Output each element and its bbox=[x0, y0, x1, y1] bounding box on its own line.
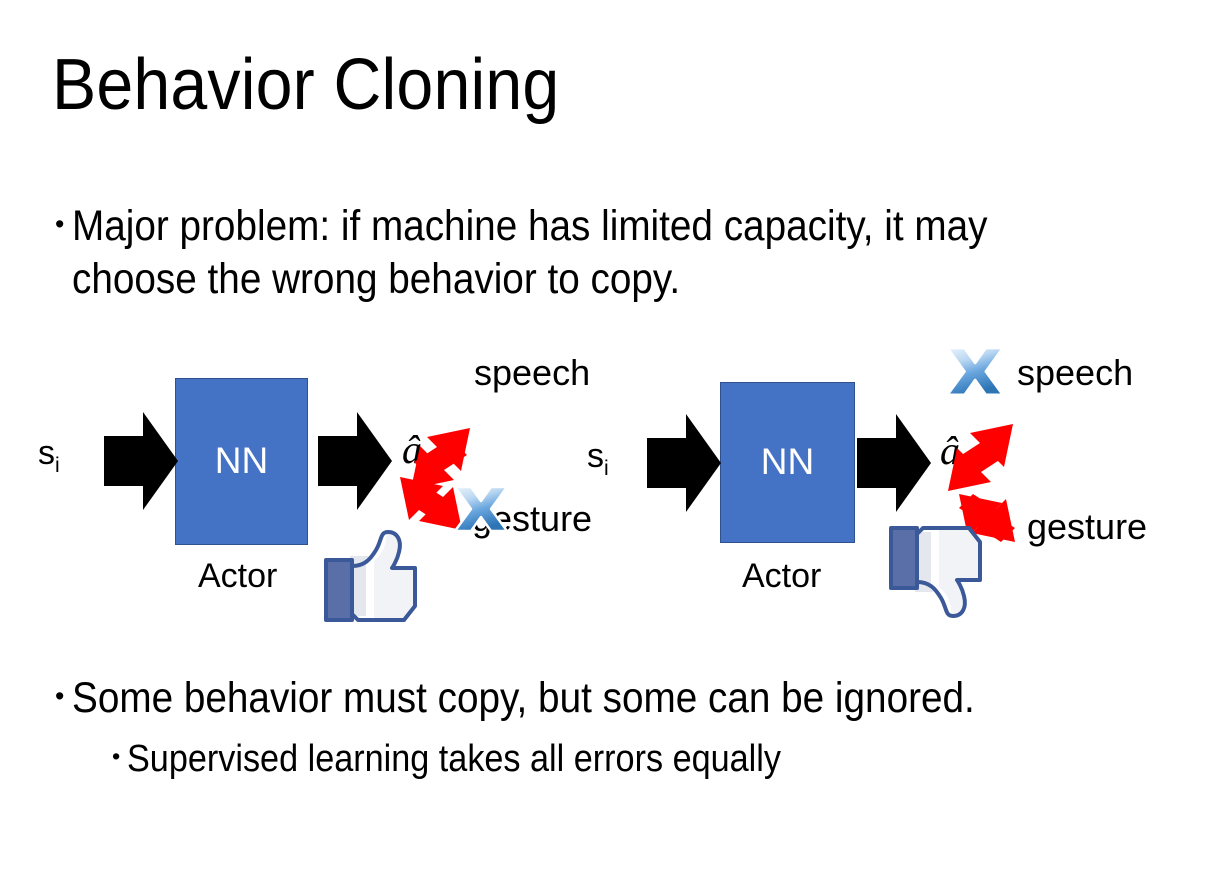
bullet-some-behavior: • Some behavior must copy, but some can … bbox=[55, 672, 1165, 725]
branch-label-speech-right: speech bbox=[1017, 352, 1134, 393]
arrow-input-left bbox=[104, 412, 178, 510]
diagram-panel-left: si NN Actor âi speech gesture bbox=[0, 330, 620, 640]
input-state-subscript: i bbox=[55, 453, 60, 477]
branch-label-gesture-right: gesture bbox=[1027, 506, 1148, 547]
bullet-supervised-learning-text: Supervised learning takes all errors equ… bbox=[127, 738, 782, 780]
arrow-branch-gesture-left bbox=[400, 477, 462, 530]
input-state-symbol: s bbox=[38, 434, 55, 472]
thumbs-down-icon-right bbox=[889, 526, 982, 618]
bullet-marker-icon: • bbox=[55, 681, 65, 712]
neural-network-label-left: NN bbox=[214, 439, 269, 481]
bullet-major-problem-text: Major problem: if machine has limited ca… bbox=[72, 202, 999, 303]
bullet-marker-icon: • bbox=[55, 209, 65, 240]
output-action-symbol: â bbox=[402, 427, 422, 472]
arrow-branch-speech-left bbox=[411, 428, 470, 489]
diagram-vectors-left bbox=[104, 412, 509, 622]
bullet-major-problem: • Major problem: if machine has limited … bbox=[55, 200, 1145, 306]
cross-icon-gesture-left bbox=[453, 485, 509, 533]
branch-label-speech-left: speech bbox=[474, 352, 591, 393]
actor-caption-left: Actor bbox=[198, 557, 278, 595]
actor-caption-right: Actor bbox=[742, 557, 822, 595]
input-state-symbol: s bbox=[587, 437, 604, 475]
neural-network-box-right: NN bbox=[720, 382, 855, 543]
arrow-branch-speech-right bbox=[948, 424, 1013, 491]
input-state-subscript: i bbox=[604, 456, 609, 480]
diagram-vectors-right bbox=[647, 346, 1015, 618]
neural-network-label-right: NN bbox=[760, 440, 815, 482]
cross-icon-speech-right bbox=[946, 346, 1004, 397]
arrow-output-left bbox=[318, 412, 392, 510]
bullet-some-behavior-text: Some behavior must copy, but some can be… bbox=[72, 674, 976, 722]
input-state-label-right: si bbox=[587, 438, 609, 487]
bullet-marker-icon: • bbox=[112, 742, 121, 769]
thumbs-up-icon-left bbox=[324, 530, 417, 622]
bullet-supervised-learning: • Supervised learning takes all errors e… bbox=[112, 735, 1172, 783]
neural-network-box-left: NN bbox=[175, 378, 308, 545]
diagram-panel-right: si NN Actor âi speech gesture bbox=[565, 330, 1210, 640]
page-title: Behavior Cloning bbox=[52, 45, 560, 125]
arrow-input-right bbox=[647, 414, 721, 512]
arrow-output-right bbox=[857, 414, 931, 512]
input-state-label-left: si bbox=[38, 435, 60, 484]
